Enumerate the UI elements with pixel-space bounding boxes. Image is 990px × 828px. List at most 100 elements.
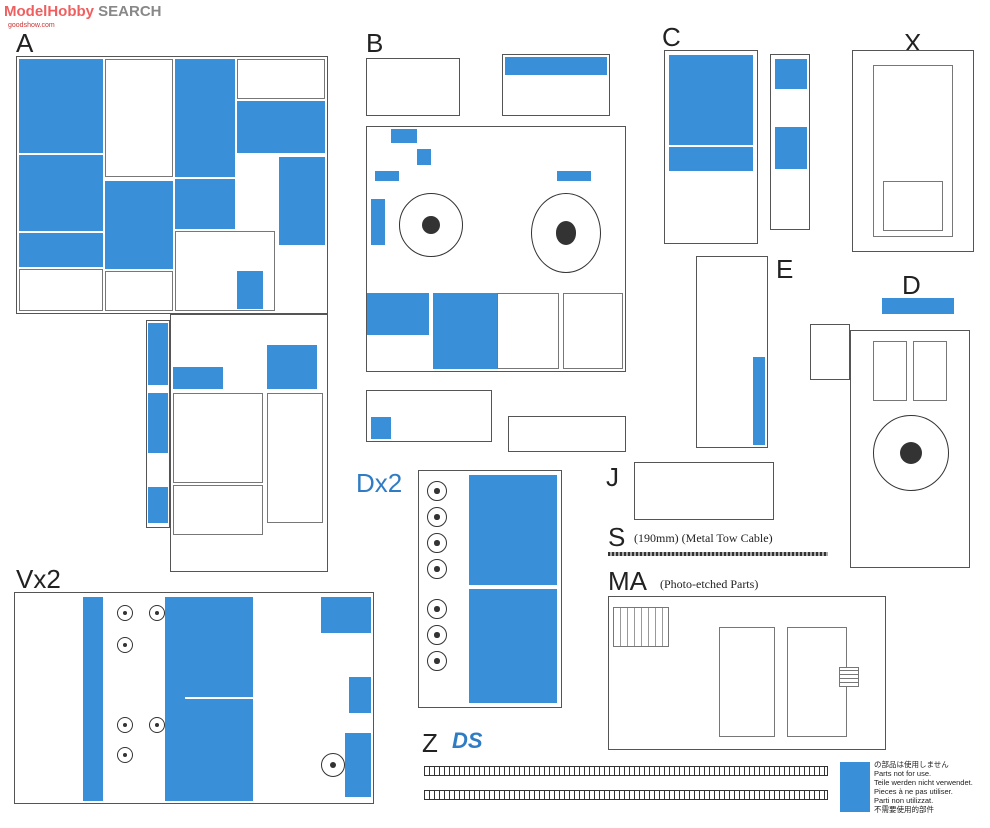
unused-part bbox=[148, 323, 168, 385]
unused-part bbox=[669, 55, 753, 145]
turret-part bbox=[531, 193, 601, 273]
hull-inner bbox=[873, 65, 953, 237]
legend-line-jp: の部品は使用しません bbox=[874, 760, 949, 769]
unused-part bbox=[345, 733, 371, 797]
watermark-logo: ModelHobby SEARCH bbox=[4, 4, 162, 19]
sprue-c-side bbox=[770, 54, 810, 230]
road-wheel bbox=[427, 651, 447, 671]
unused-part bbox=[349, 677, 371, 713]
unused-part bbox=[148, 487, 168, 523]
legend-line-en: Parts not for use. bbox=[874, 769, 932, 778]
sprue-label-z: Z bbox=[422, 728, 438, 758]
unused-part bbox=[19, 59, 103, 153]
turret-ring bbox=[399, 193, 463, 257]
sprue-label-j: J bbox=[606, 462, 619, 492]
unused-part bbox=[83, 597, 103, 801]
unused-part bbox=[237, 101, 325, 153]
unused-part bbox=[175, 179, 235, 229]
road-wheel bbox=[427, 559, 447, 579]
sprue-e bbox=[696, 256, 768, 448]
watermark-sub: goodshow.com bbox=[8, 22, 55, 29]
legend-swatch bbox=[840, 762, 870, 812]
sprue-a bbox=[16, 56, 328, 314]
pe-grid bbox=[613, 607, 669, 647]
unused-part bbox=[371, 199, 385, 245]
road-wheel bbox=[117, 637, 133, 653]
unused-part bbox=[557, 171, 591, 181]
unused-part bbox=[181, 597, 253, 697]
road-wheel bbox=[149, 605, 165, 621]
sprue-cell bbox=[563, 293, 623, 369]
road-wheel bbox=[427, 599, 447, 619]
sprue-label-e: E bbox=[776, 254, 794, 284]
road-wheel bbox=[427, 481, 447, 501]
unused-part bbox=[375, 171, 399, 181]
unused-part bbox=[367, 293, 429, 335]
sprue-label-b: B bbox=[366, 28, 384, 58]
photo-etched-caption: (Photo-etched Parts) bbox=[660, 577, 759, 591]
unused-part bbox=[19, 155, 103, 231]
watermark-text: ModelHobby bbox=[4, 3, 94, 20]
road-wheel bbox=[117, 747, 133, 763]
sprue-b-bottom bbox=[366, 390, 492, 442]
sprue-cell bbox=[19, 269, 103, 311]
sprue-cell bbox=[173, 485, 263, 535]
legend-line-fr: Pieces à ne pas utiliser. bbox=[874, 787, 953, 796]
track-link-run bbox=[424, 766, 828, 776]
unused-part bbox=[882, 298, 954, 314]
road-wheel bbox=[149, 717, 165, 733]
road-wheel bbox=[117, 717, 133, 733]
unused-part bbox=[173, 367, 223, 389]
unused-part bbox=[237, 271, 263, 309]
unused-part bbox=[148, 393, 168, 453]
sprue-label-x: X bbox=[904, 28, 922, 58]
sprue-label-a: A bbox=[16, 28, 34, 58]
sprue-label-s: S bbox=[608, 522, 626, 552]
legend-line-de: Teile werden nicht verwendet. bbox=[874, 778, 973, 787]
legend-line-it: Parti non utilizzat. bbox=[874, 796, 934, 805]
legend-text: の部品は使用しません Parts not for use. Teile werd… bbox=[874, 760, 986, 814]
unused-part bbox=[175, 59, 235, 177]
unused-part bbox=[105, 181, 173, 269]
road-wheel bbox=[427, 533, 447, 553]
unused-part bbox=[267, 345, 317, 389]
unused-part bbox=[279, 157, 325, 245]
sprue-label-ma: MA bbox=[608, 566, 647, 596]
sprue-cell bbox=[175, 231, 275, 311]
unused-part bbox=[181, 699, 253, 801]
pe-grid bbox=[839, 667, 859, 687]
sprue-dx2 bbox=[418, 470, 562, 708]
sprue-cell bbox=[237, 59, 325, 99]
sprue-j bbox=[634, 462, 774, 520]
sprue-a-side bbox=[146, 320, 170, 528]
hull-part-d bbox=[850, 330, 970, 568]
unused-part bbox=[469, 475, 557, 585]
unused-part bbox=[775, 127, 807, 169]
hull-grille bbox=[883, 181, 943, 231]
sprue-vx2 bbox=[14, 592, 374, 804]
sprue-label-d: D bbox=[902, 270, 921, 300]
road-wheel bbox=[427, 507, 447, 527]
sprue-a-lower bbox=[170, 314, 328, 572]
unused-part bbox=[417, 149, 431, 165]
sprue-label-vx2: Vx2 bbox=[16, 564, 61, 594]
track-link-run bbox=[424, 790, 828, 800]
sprue-cell bbox=[105, 271, 173, 311]
pe-panel-right bbox=[787, 627, 847, 737]
unused-part bbox=[321, 597, 371, 633]
turret-ring-opening bbox=[873, 415, 949, 491]
sprue-b bbox=[366, 126, 626, 372]
hull-part-x bbox=[852, 50, 974, 252]
unused-part bbox=[391, 129, 417, 143]
pe-panel-left bbox=[719, 627, 775, 737]
unused-part bbox=[19, 233, 103, 267]
sprue-e-part bbox=[810, 324, 850, 380]
sprocket bbox=[321, 753, 345, 777]
unused-part bbox=[669, 147, 753, 171]
sprue-b-bottom-right bbox=[508, 416, 626, 452]
sprue-label-c: C bbox=[662, 22, 681, 52]
unused-part bbox=[775, 59, 807, 89]
watermark-search-text: SEARCH bbox=[98, 3, 162, 20]
unused-part bbox=[505, 57, 607, 75]
hull-hatch-right bbox=[913, 341, 947, 401]
